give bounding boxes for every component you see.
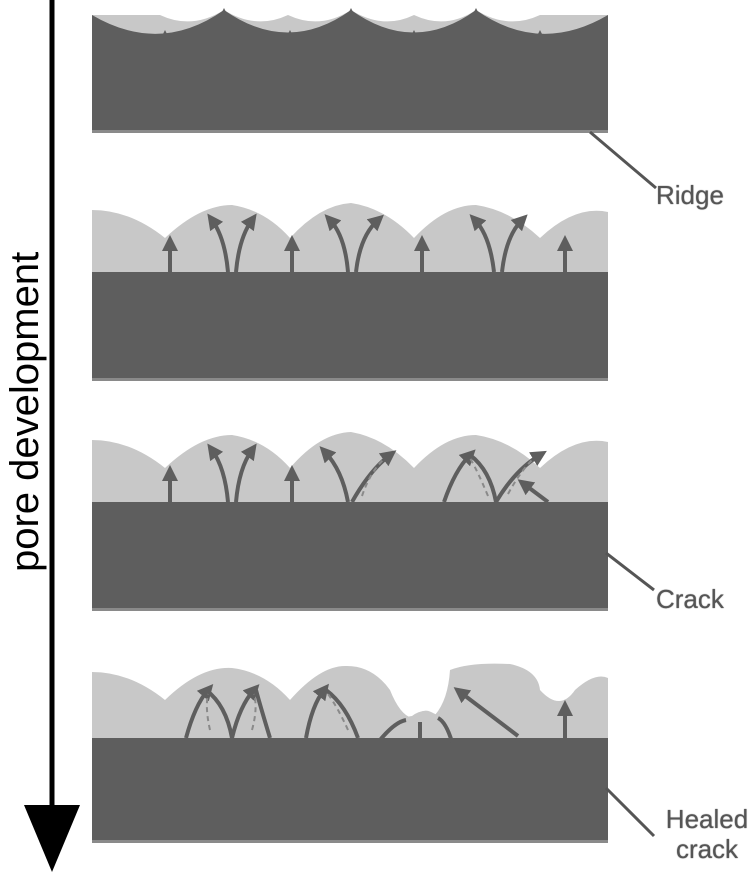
- stage-1-pores: [159, 7, 546, 50]
- stage-1-substrate: [92, 10, 608, 132]
- stage-4-pores: [184, 683, 573, 743]
- healed-crack-callout-line: [604, 786, 656, 838]
- stage-3-panel: [92, 432, 655, 611]
- healed-crack-label-line1: Healed: [665, 804, 749, 834]
- healed-crack-label: Healed crack: [652, 804, 749, 864]
- ridge-label: Ridge: [656, 180, 724, 210]
- stage-2-pores: [162, 213, 573, 273]
- stage-2-panel: [92, 203, 608, 381]
- pore-development-arrow: [24, 0, 80, 872]
- stage-2-substrate: [92, 272, 608, 380]
- stage-3-cracks: [361, 457, 533, 497]
- stage-4-substrate: [92, 738, 608, 842]
- stage-3-substrate: [92, 502, 608, 610]
- pore-development-label: pore development: [3, 251, 47, 572]
- stage-4-cracks: [205, 693, 349, 731]
- stage-1-panel: [92, 7, 657, 190]
- ridge-callout-line: [589, 130, 657, 190]
- stage-4-coating: [92, 663, 608, 738]
- healed-crack-label-line2: crack: [675, 834, 739, 864]
- crack-label: Crack: [656, 584, 724, 614]
- stage-4-panel: [92, 663, 656, 843]
- stage-3-pores: [162, 443, 550, 504]
- crack-callout-line: [605, 551, 655, 592]
